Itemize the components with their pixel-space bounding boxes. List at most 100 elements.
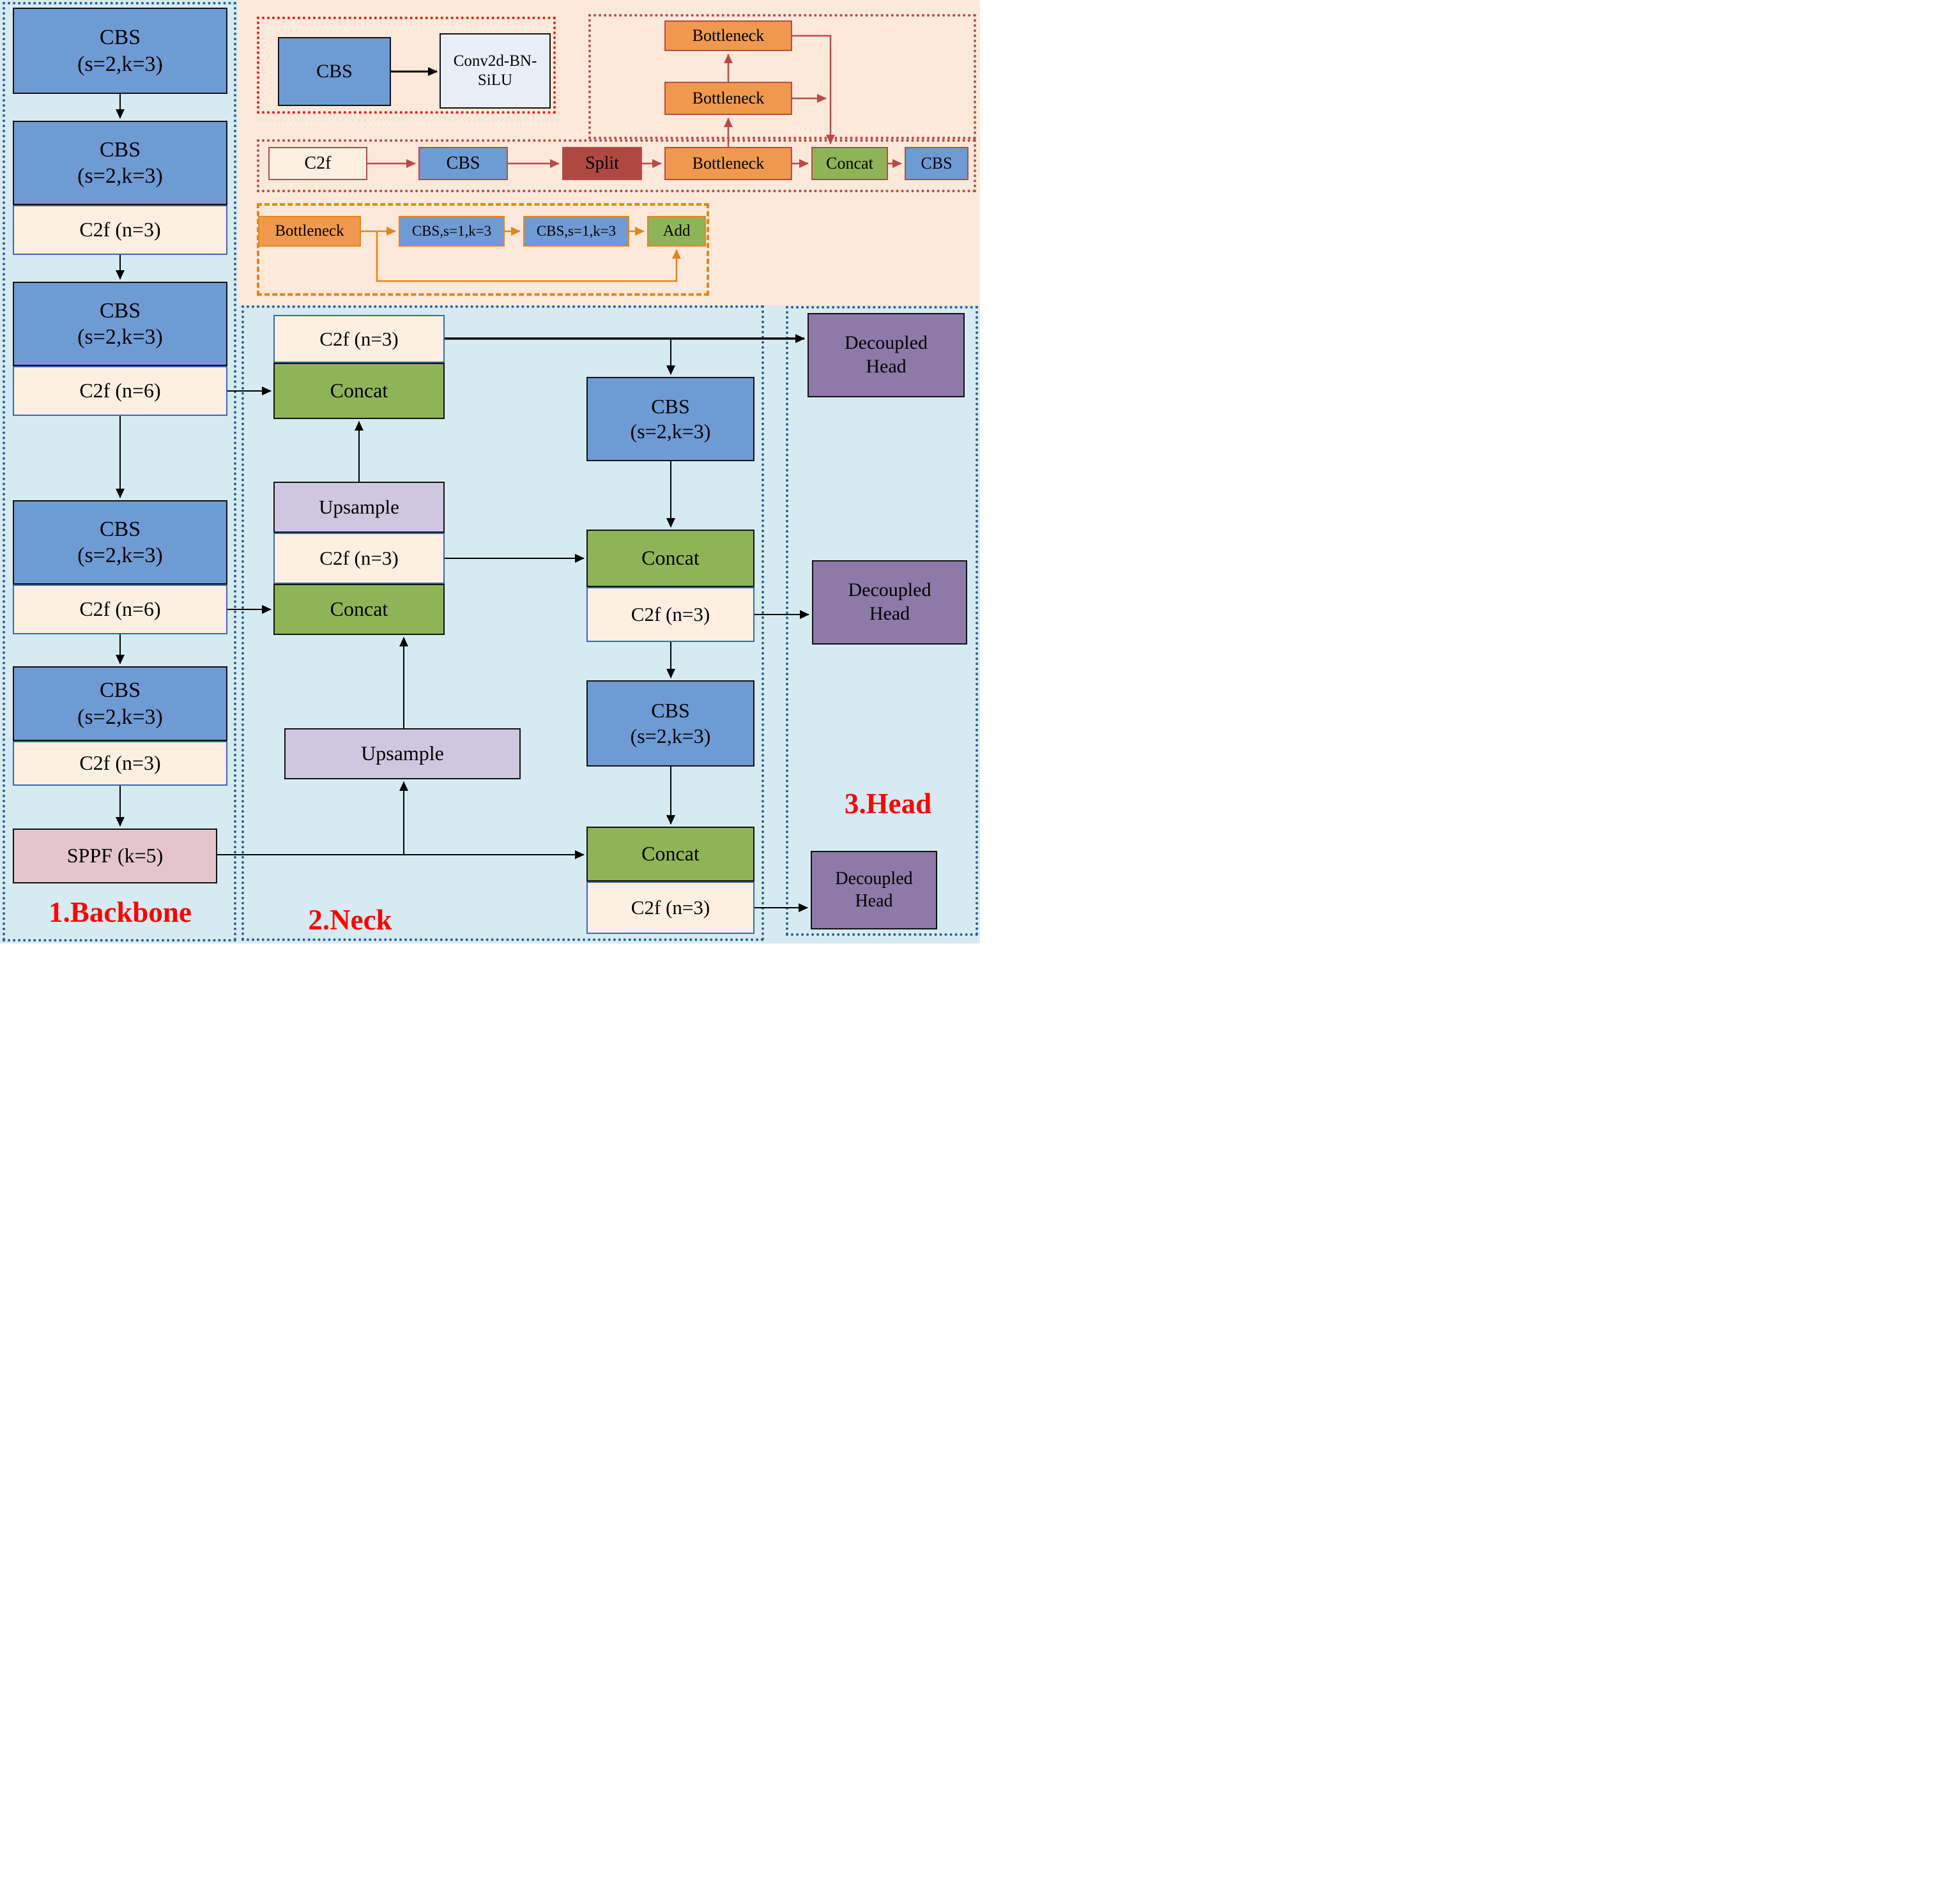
- backbone-c2f-4: C2f (n=6): [13, 584, 227, 634]
- backbone-c2f-2: C2f (n=3): [13, 205, 227, 255]
- backbone-cbs-1-label: (s=2,k=3): [77, 52, 163, 76]
- backbone-cbs-1-label: CBS: [99, 26, 141, 50]
- head-decoupled-2-label: Head: [869, 603, 910, 624]
- backbone-cbs-3-label: CBS: [99, 298, 141, 323]
- head-label: 3.Head: [844, 788, 932, 820]
- backbone-cbs-4: CBS (s=2,k=3): [13, 500, 227, 584]
- neck-concat-3-label: Concat: [641, 546, 700, 570]
- c2f-definition-row-border: [257, 139, 976, 192]
- c2fdef-cbs-2-label: CBS: [921, 154, 953, 173]
- c2f-definition-stack-border: [588, 14, 976, 139]
- c2fdef-split: Split: [562, 147, 642, 180]
- backbone-c2f-3-label: C2f (n=6): [79, 379, 161, 402]
- backbone-c2f-5: C2f (n=3): [13, 741, 227, 786]
- neck-cbs-2-label: CBS: [651, 699, 690, 722]
- neck-c2f-4-label: C2f (n=3): [631, 896, 710, 919]
- backbone-cbs-2-label: (s=2,k=3): [77, 164, 163, 188]
- neck-concat-3: Concat: [586, 530, 754, 587]
- neck-concat-2-label: Concat: [330, 597, 388, 621]
- cbsdef-cbs-label: CBS: [316, 60, 353, 82]
- bndef-cbs-1: CBS,s=1,k=3: [399, 216, 505, 247]
- cbsdef-conv2d-bn-silu-label: Conv2d-BN-: [453, 52, 537, 70]
- bndef-cbs-2-label: CBS,s=1,k=3: [536, 222, 616, 239]
- neck-c2f-3: C2f (n=3): [586, 587, 754, 642]
- neck-concat-1-label: Concat: [330, 379, 388, 402]
- head-decoupled-3-label: Head: [855, 890, 893, 911]
- backbone-c2f-5-label: C2f (n=3): [79, 751, 161, 775]
- backbone-c2f-2-label: C2f (n=3): [79, 218, 161, 241]
- head-region-border: [786, 306, 978, 936]
- cbsdef-conv2d-bn-silu: Conv2d-BN- SiLU: [440, 33, 551, 109]
- c2fdef-cbs-1-label: CBS: [446, 153, 480, 173]
- c2fdef-concat-label: Concat: [826, 154, 873, 173]
- neck-upsample-1-label: Upsample: [319, 496, 399, 519]
- cbs-definition-border: [257, 17, 556, 114]
- bndef-bottleneck-label: Bottleneck: [275, 222, 344, 240]
- c2fdef-concat: Concat: [811, 147, 888, 180]
- neck-concat-1: Concat: [273, 363, 445, 419]
- neck-concat-2: Concat: [273, 584, 445, 635]
- backbone-cbs-4-label: CBS: [99, 517, 141, 541]
- c2fdef-bottleneck-top: Bottleneck: [664, 20, 792, 51]
- neck-upsample-2: Upsample: [284, 728, 521, 779]
- bndef-add-label: Add: [662, 222, 691, 240]
- cbsdef-conv2d-bn-silu-label: SiLU: [477, 72, 513, 89]
- backbone-cbs-5: CBS(s=2,k=3): [13, 666, 227, 741]
- neck-upsample-1: Upsample: [273, 482, 445, 533]
- c2fdef-bottleneck-label: Bottleneck: [692, 154, 765, 173]
- backbone-label: 1.Backbone: [49, 896, 192, 928]
- neck-c2f-4: C2f (n=3): [586, 882, 754, 934]
- bndef-cbs-2: CBS,s=1,k=3: [523, 216, 629, 247]
- bottleneck-definition-border: [257, 203, 709, 296]
- backbone-cbs-1: CBS(s=2,k=3): [13, 8, 227, 94]
- head-decoupled-1-label: Decoupled: [845, 332, 928, 354]
- head-decoupled-2-label: Decoupled: [848, 579, 931, 601]
- head-decoupled-1-label: Head: [866, 356, 907, 377]
- neck-cbs-2-label: (s=2,k=3): [630, 724, 711, 747]
- bndef-add: Add: [647, 216, 706, 247]
- backbone-cbs-5-label: CBS: [99, 678, 141, 703]
- backbone-cbs-4-label: (s=2,k=3): [77, 544, 163, 567]
- backbone-region-border: [3, 2, 236, 942]
- neck-cbs-1-label: CBS: [651, 394, 690, 418]
- backbone-cbs-2: CBS(s=2,k=3): [13, 121, 227, 205]
- backbone-sppf: SPPF (k=5): [13, 829, 217, 883]
- backbone-cbs-2-label: CBS: [99, 137, 141, 162]
- cbsdef-cbs: CBS: [278, 37, 391, 106]
- backbone-cbs-5-label: (s=2,k=3): [77, 705, 163, 729]
- backbone-sppf-label: SPPF (k=5): [66, 844, 164, 867]
- neck-region-border: [241, 305, 764, 941]
- neck-upsample-2-label: Upsample: [361, 742, 444, 765]
- c2fdef-c2f-label: C2f: [304, 153, 332, 173]
- neck-label: 2.Neck: [308, 904, 392, 936]
- bndef-cbs-1-label: CBS,s=1,k=3: [411, 222, 492, 239]
- neck-c2f-1-label: C2f (n=3): [319, 327, 399, 350]
- neck-cbs-1-label: (s=2,k=3): [630, 420, 711, 443]
- neck-cbs-2: CBS(s=2,k=3): [586, 680, 754, 767]
- c2fdef-bottleneck-mid-label: Bottleneck: [692, 89, 765, 108]
- c2fdef-bottleneck: Bottleneck: [664, 147, 792, 180]
- neck-c2f-2: C2f (n=3): [273, 533, 445, 584]
- architecture-diagram: CBS(s=2,k=3)CBS(s=2,k=3)C2f (n=3)CBS(s=2…: [0, 0, 980, 944]
- c2fdef-bottleneck-top-label: Bottleneck: [692, 26, 765, 45]
- neck-c2f-3-label: C2f (n=3): [631, 603, 710, 626]
- bndef-bottleneck: Bottleneck: [258, 216, 361, 247]
- head-decoupled-3-label: Decoupled: [835, 869, 913, 889]
- neck-cbs-1: CBS(s=2,k=3): [586, 377, 754, 461]
- c2fdef-cbs-1: CBS: [418, 147, 508, 180]
- backbone-c2f-4-label: C2f (n=6): [79, 597, 161, 621]
- c2fdef-c2f: C2f: [268, 147, 367, 180]
- backbone-cbs-3: CBS(s=2,k=3): [13, 282, 227, 366]
- c2fdef-split-label: Split: [585, 153, 619, 173]
- neck-c2f-2-label: C2f (n=3): [319, 547, 399, 570]
- backbone-c2f-3: C2f (n=6): [13, 366, 227, 416]
- neck-concat-4-label: Concat: [641, 842, 700, 866]
- c2fdef-bottleneck-mid: Bottleneck: [664, 82, 792, 115]
- neck-c2f-1: C2f (n=3): [273, 315, 445, 363]
- neck-concat-4: Concat: [586, 827, 754, 882]
- backbone-cbs-3-label: (s=2,k=3): [77, 325, 163, 349]
- c2fdef-cbs-2: CBS: [905, 147, 969, 180]
